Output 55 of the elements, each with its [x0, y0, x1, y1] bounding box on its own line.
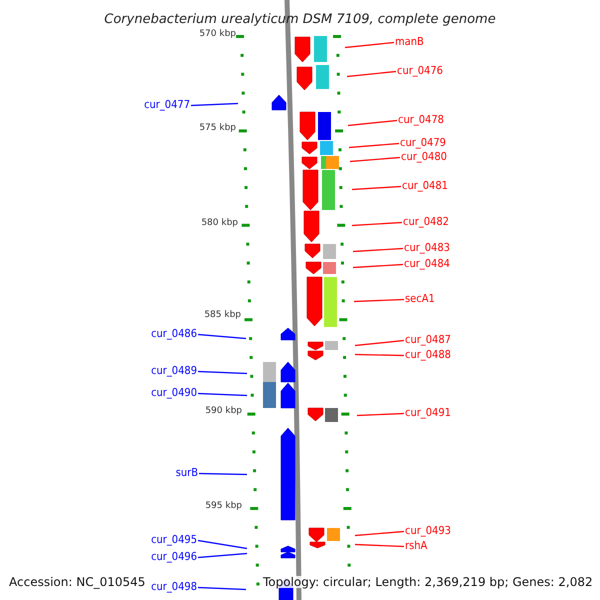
leader-line — [348, 142, 400, 148]
gene-label: manB — [395, 36, 424, 47]
gene-label: cur_0483 — [404, 242, 450, 253]
gene-label: cur_0498 — [151, 581, 197, 592]
scale-label: 570 kbp — [199, 30, 236, 39]
gene-label: secA1 — [405, 293, 435, 304]
accession-note: Accession: NC_010545 — [9, 576, 146, 588]
gene-label: cur_0488 — [405, 349, 451, 360]
gene-label: cur_0477 — [144, 99, 190, 110]
leader-line — [352, 264, 404, 268]
gene-label: cur_0495 — [151, 534, 197, 545]
scale-label: 595 kbp — [205, 502, 242, 511]
leader-line — [198, 472, 248, 476]
gene-label: cur_0487 — [405, 334, 451, 345]
leader-line — [352, 248, 404, 252]
leader-line — [356, 412, 404, 416]
gene-label: cur_0479 — [400, 137, 446, 148]
leader-line — [190, 102, 238, 106]
leader-line — [344, 42, 394, 48]
scale-label: 575 kbp — [199, 124, 236, 133]
leader-line — [350, 156, 400, 162]
genome-summary: Topology: circular; Length: 2,369,219 bp; Genes: 2,082 — [263, 576, 593, 588]
leader-line — [352, 222, 402, 226]
leader-line — [354, 544, 404, 548]
gene-label: cur_0496 — [151, 551, 197, 562]
gene-label: cur_0490 — [151, 387, 197, 398]
gene-label: cur_0486 — [151, 328, 197, 339]
leader-line — [354, 298, 404, 302]
gene-label: cur_0476 — [397, 65, 443, 76]
leader-line — [198, 334, 246, 340]
leader-line — [346, 70, 396, 78]
gene-label: cur_0480 — [401, 151, 447, 162]
leader-line — [198, 370, 248, 374]
leader-line — [354, 354, 404, 356]
leader-line — [354, 530, 404, 536]
gene-label: cur_0491 — [405, 407, 451, 418]
gene-label: cur_0481 — [402, 180, 448, 191]
gene-label: cur_0484 — [404, 258, 450, 269]
leader-line — [198, 392, 248, 396]
leader-line — [352, 186, 402, 190]
leader-line — [198, 552, 248, 558]
scale-label: 585 kbp — [204, 311, 241, 320]
gene-label: cur_0493 — [405, 525, 451, 536]
leader-line — [198, 540, 248, 550]
gene-label: surB — [176, 467, 198, 478]
scale-label: 580 kbp — [201, 219, 238, 228]
title: Corynebacterium urealyticum DSM 7109, complete genome — [103, 13, 497, 26]
gene-label: cur_0482 — [403, 216, 449, 227]
leader-line — [348, 120, 398, 126]
gene-label: cur_0489 — [151, 365, 197, 376]
gene-label: rshA — [405, 540, 428, 551]
scale-label: 590 kbp — [205, 407, 242, 416]
leader-line — [198, 586, 246, 590]
gene-label: cur_0478 — [398, 114, 444, 125]
leader-line — [354, 340, 404, 346]
